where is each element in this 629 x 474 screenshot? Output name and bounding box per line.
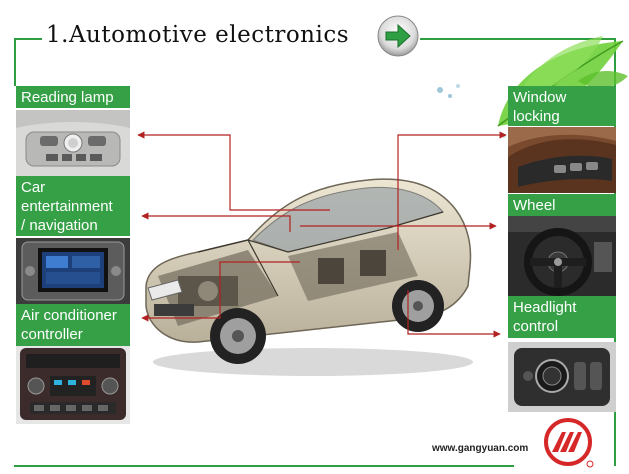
label-car-entertainment: Car entertainment / navigation [16, 176, 130, 236]
headlight-control-line1: Headlight [513, 299, 577, 316]
footer-url[interactable]: www.gangyuan.com [432, 443, 529, 454]
car-cutaway-illustration [145, 178, 473, 376]
connector-air-conditioner [141, 261, 300, 322]
label-window-locking: Window locking [508, 86, 616, 126]
label-reading-lamp: Reading lamp [16, 86, 130, 108]
air-conditioner-line1: Air conditioner [21, 307, 117, 324]
connector-window-locking [397, 131, 507, 250]
frame-bottom [14, 465, 514, 467]
connector-reading-lamp [137, 131, 330, 211]
car-entertainment-photo [16, 238, 130, 304]
arrow-right-icon [385, 23, 411, 49]
label-headlight-control: Headlight control [508, 296, 616, 338]
frame-top-left [14, 38, 42, 40]
headlight-control-line2: control [513, 318, 559, 335]
car-entertainment-line3: / navigation [21, 217, 98, 234]
connector-headlight [407, 290, 501, 338]
page-title: 1.Automotive electronics [46, 22, 350, 48]
window-locking-line1: Window [513, 89, 567, 106]
connector-car-entertainment [141, 212, 291, 232]
label-air-conditioner: Air conditioner controller [16, 304, 130, 346]
reading-lamp-photo [16, 110, 130, 176]
reading-lamp-text: Reading lamp [21, 89, 114, 106]
label-wheel: Wheel [508, 194, 616, 216]
next-arrow-button[interactable] [376, 14, 420, 58]
wheel-text: Wheel [513, 197, 556, 214]
leaf-decoration [437, 36, 628, 138]
headlight-control-photo [508, 342, 616, 412]
window-locking-line2: locking [513, 108, 560, 125]
company-logo [544, 418, 594, 468]
air-conditioner-photo [16, 346, 130, 424]
car-entertainment-line1: Car [21, 179, 46, 196]
car-entertainment-line2: entertainment [21, 198, 113, 215]
frame-top-right [420, 38, 616, 40]
frame-left [14, 38, 16, 86]
air-conditioner-line2: controller [21, 326, 83, 343]
wheel-photo [508, 216, 616, 296]
window-locking-photo [508, 127, 616, 193]
